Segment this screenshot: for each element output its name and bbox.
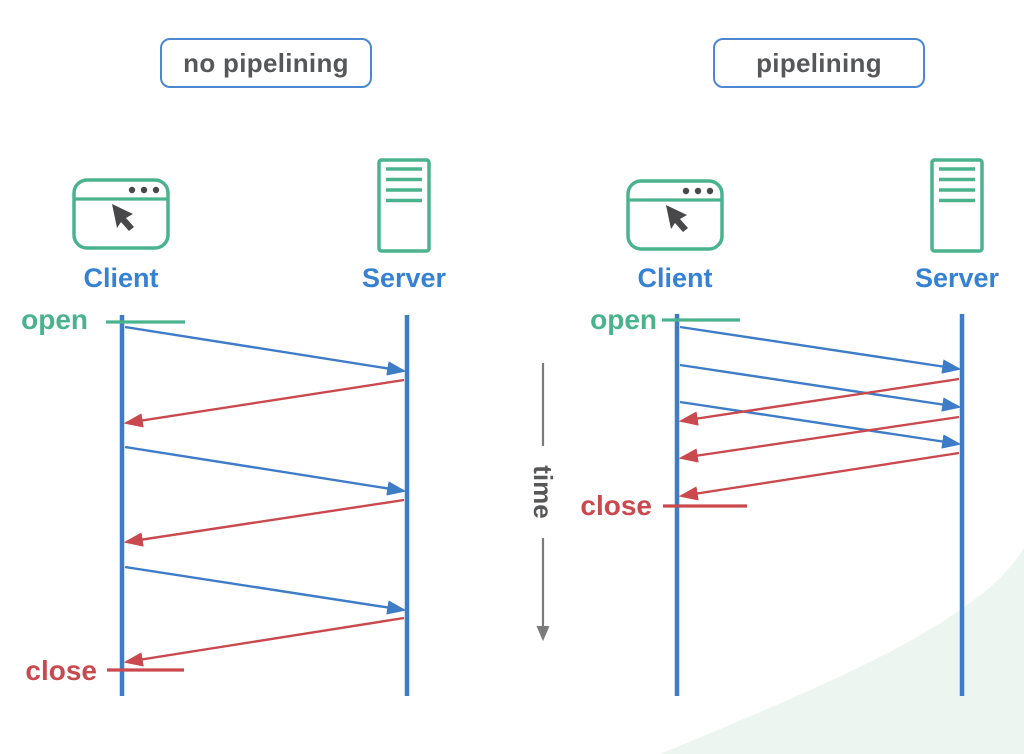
request-arrow	[124, 325, 407, 376]
no-pipelining-title-text: no pipelining	[183, 47, 349, 78]
close-label: close	[25, 655, 97, 686]
pipelining-title: pipelining	[713, 38, 925, 88]
browser-dots-icon	[128, 186, 160, 194]
server-label: Server	[914, 263, 1000, 293]
server-slots-icon	[939, 167, 975, 203]
response-arrow	[123, 616, 405, 667]
cursor-arrow-icon	[666, 205, 688, 232]
client-label: Client	[83, 263, 159, 293]
browser-dots-icon	[682, 187, 714, 195]
client-label: Client	[637, 263, 713, 293]
open-label: open	[21, 304, 88, 335]
server-icon	[930, 158, 984, 253]
request-arrow	[679, 363, 962, 412]
response-arrow	[123, 378, 405, 428]
request-arrow	[124, 565, 407, 615]
response-arrow	[678, 377, 960, 426]
close-label: close	[580, 490, 652, 521]
response-arrow	[678, 451, 960, 501]
request-arrow	[679, 325, 962, 374]
open-label: open	[590, 304, 657, 335]
browser-client-icon	[626, 179, 724, 251]
browser-client-icon	[72, 178, 170, 250]
no-pipelining-title: no pipelining	[160, 38, 372, 88]
decorative-corner-shape	[660, 548, 1024, 754]
time-axis-label: time	[528, 465, 558, 519]
lines-layer	[106, 314, 965, 696]
response-arrow	[123, 498, 405, 547]
server-label: Server	[361, 263, 447, 293]
pipelining-title-text: pipelining	[756, 47, 882, 78]
request-arrow	[124, 445, 407, 496]
request-arrow	[679, 400, 962, 449]
server-icon	[377, 158, 431, 253]
server-slots-icon	[386, 167, 422, 203]
cursor-arrow-icon	[112, 204, 134, 231]
response-arrow	[678, 415, 960, 463]
